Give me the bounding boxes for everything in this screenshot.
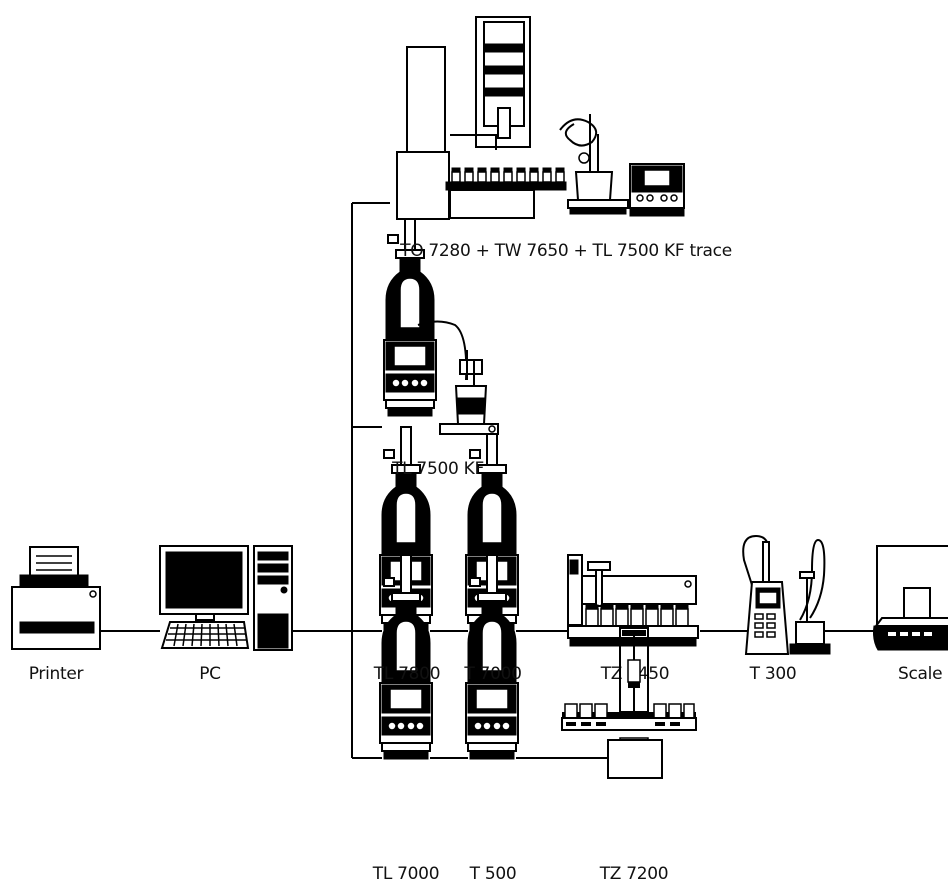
- combo-label: TO 7280 + TW 7650 + TL 7500 KF trace: [400, 241, 732, 261]
- ph-meter-icon: [742, 534, 831, 655]
- kf-titrator-icon: [383, 211, 499, 435]
- tz7200-label: TZ 7200: [599, 864, 669, 884]
- pc-label: PC: [199, 664, 221, 684]
- autosampler-icon: [567, 554, 699, 647]
- scale-icon: [873, 545, 948, 651]
- t7000-label: T 7000: [464, 664, 522, 684]
- printer-label: Printer: [28, 664, 84, 684]
- t500-label: T 500: [469, 864, 517, 884]
- tl7800-label: TL 7800: [373, 664, 441, 684]
- tl7000-label: TL 7000: [372, 864, 440, 884]
- pc-icon: [159, 545, 293, 651]
- scale-label: Scale: [898, 664, 943, 684]
- t300-label: T 300: [749, 664, 797, 684]
- oven-sampler-icon: [396, 16, 685, 220]
- tl7500kf-label: TL 7500 KF: [392, 459, 484, 479]
- printer-icon: [11, 546, 101, 650]
